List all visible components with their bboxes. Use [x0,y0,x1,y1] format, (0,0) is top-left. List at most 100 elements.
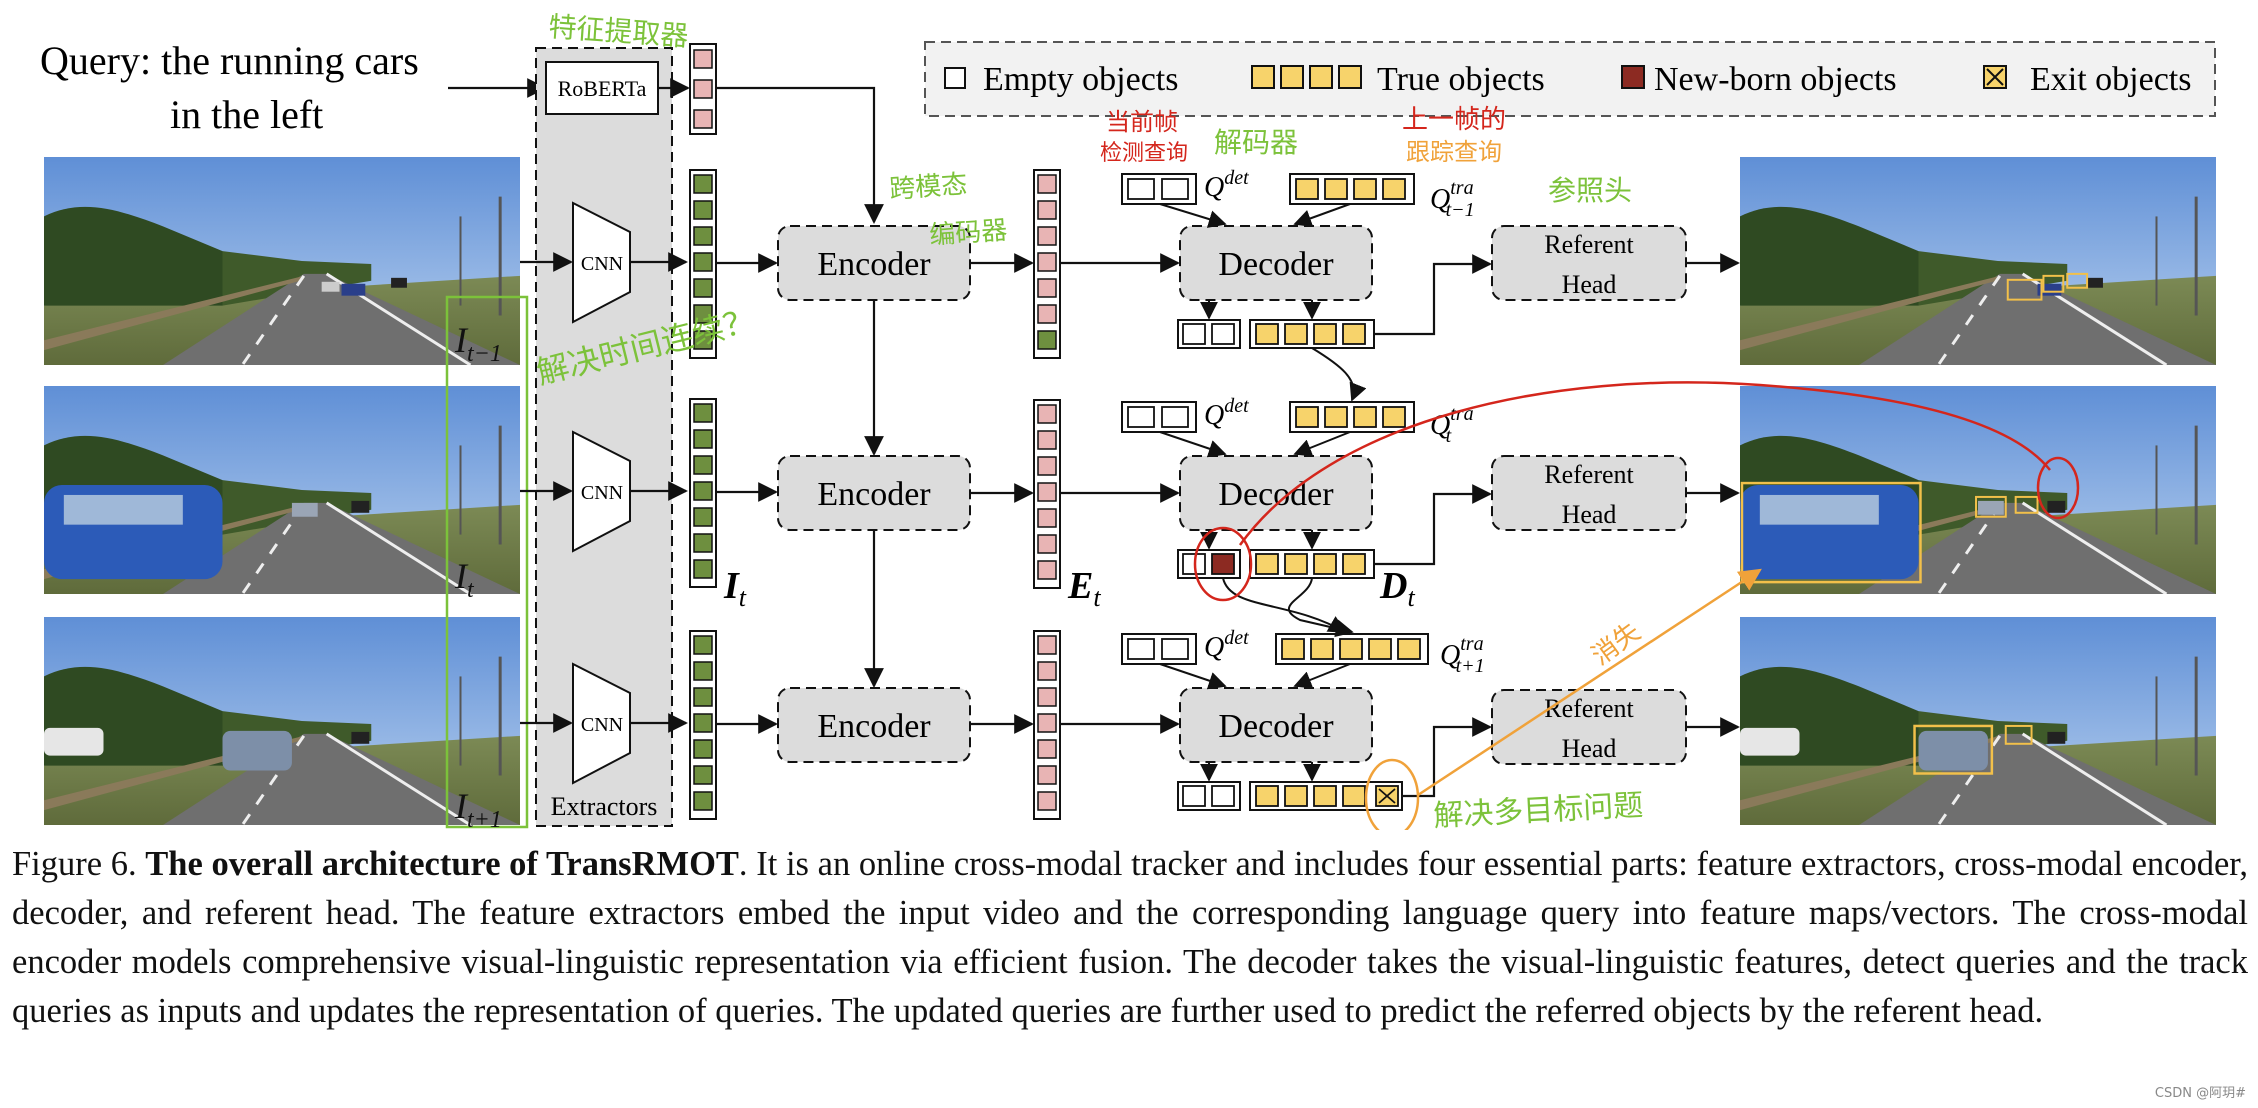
newborn-object-cell [1211,553,1235,575]
visual-feature-cell [693,481,713,501]
decoder-block-next: Decoder [1179,687,1373,763]
legend-empty-swatch [944,67,966,89]
annotation-multi-object: 解决多目标问题 [1433,788,1645,830]
encoded-feature-cell [1037,791,1057,811]
decoder-block-cur: Decoder [1179,455,1373,531]
frame-label-cur: It [454,556,475,603]
caption-prefix: Figure 6. [12,845,146,883]
track-queries-next [1275,633,1429,665]
encoder-block-next: Encoder [777,687,971,763]
text-to-encoder-arrow [716,86,884,224]
cnn-label-next: CNN [581,714,623,736]
visual-feature-vector-next [689,630,717,820]
legend-newborn-label: New-born objects [1654,61,1897,98]
referent-head-line2-cur: Head [1562,500,1617,529]
track-queries-prev [1289,173,1415,205]
encoded-feature-cell [1037,635,1057,655]
cnn-block-cur: CNN [572,430,631,553]
q-tra-to-decoder-prev [1293,203,1351,227]
output-to-referent-arrow-next [1402,717,1492,798]
referent-head-line2-prev: Head [1562,270,1617,299]
frame-label-prev: It−1 [454,320,502,367]
newborn-track-curve [1238,381,2051,546]
encoder-label-cur: Encoder [817,476,931,513]
decoder-label-prev: Decoder [1218,246,1334,283]
encoder-label-prev: Encoder [817,246,931,283]
decoder-label-cur: Decoder [1218,476,1334,513]
encoded-feature-cell [1037,174,1057,194]
referent-head-line1-prev: Referent [1544,230,1634,259]
referent-head-line2-next: Head [1562,734,1617,763]
visual-feature-vector-prev [689,169,717,359]
encoder-block-prev: Encoder [777,225,971,301]
caption-bold-title: The overall architecture of TransRMOT [145,845,739,883]
output-frame-cur [1740,386,2216,594]
encoded-feature-cell [1037,252,1057,272]
decoder-block-prev: Decoder [1179,225,1373,301]
cnn-block-prev: CNN [572,201,631,324]
visual-feature-cell [693,200,713,220]
I-t-label: It [723,565,747,612]
annotation-cross-modal-2: 编码器 [928,216,1008,251]
referent-head-line1-next: Referent [1544,694,1634,723]
input-frame-next [44,617,520,825]
detect-queries-cur [1121,401,1197,433]
cnn-block-next: CNN [572,662,631,785]
visual-feature-cell [693,455,713,475]
visual-feature-cell [693,635,713,655]
output-frame-next [1740,617,2216,825]
track-propagation-arrow-1 [1311,347,1367,402]
q-tra-to-decoder-cur [1293,431,1351,457]
encoded-feature-cell [1037,508,1057,528]
visual-feature-vector-cur [689,398,717,588]
caption-body: . It is an online cross-modal tracker an… [12,845,2248,1030]
referent-head-next: Referent Head [1491,689,1687,765]
legend-exit-swatch [1983,65,2007,89]
encoded-feature-cell [1037,713,1057,733]
frame-label-next: It+1 [454,786,502,830]
decoder-output-prev [1177,319,1375,349]
visual-feature-cell [693,739,713,759]
annotation-referent-head: 参照头 [1548,174,1632,207]
visual-feature-cell [693,507,713,527]
encoded-feature-cell [1037,456,1057,476]
encoded-feature-vector-cur [1033,399,1061,589]
visual-feature-cell [693,330,713,350]
extractors-label: Extractors [551,792,658,821]
cnn-label-prev: CNN [581,253,623,275]
encoder-block-cur: Encoder [777,455,971,531]
roberta-block [545,61,659,115]
encoded-feature-cell [1037,765,1057,785]
referent-head-line1-cur: Referent [1544,460,1634,489]
newborn-target-circle [2036,456,2080,520]
visual-feature-cell [693,429,713,449]
visual-feature-cell [693,304,713,324]
legend-true-label: True objects [1377,61,1545,98]
encoded-feature-cell [1037,278,1057,298]
encoded-feature-cell [1037,200,1057,220]
Q-det-label-cur: Qdet [1204,395,1249,431]
annotation-detect-query-2: 检测查询 [1100,141,1188,166]
annotation-cross-modal-1: 跨模态 [888,170,968,205]
visual-feature-cell [693,174,713,194]
visual-feature-cell [693,533,713,553]
Q-det-label-next: Qdet [1204,627,1249,663]
visual-feature-cell [693,791,713,811]
referent-head-cur: Referent Head [1491,455,1687,531]
encoded-feature-vector-prev [1033,169,1061,359]
q-det-to-decoder-next [1159,663,1227,690]
newborn-red-circle [1193,526,1253,602]
exit-object-cell [1375,785,1399,807]
input-frame-cur [44,386,520,594]
query-line-2: in the left [170,92,323,137]
encoded-feature-cell [1037,534,1057,554]
decoder-output-cur [1177,549,1375,579]
decoder-label-next: Decoder [1218,708,1334,745]
encoder-label-next: Encoder [817,708,931,745]
visual-feature-cell [693,403,713,423]
visual-feature-cell [693,687,713,707]
text-feature-vector [689,43,717,135]
encoded-feature-cell [1037,739,1057,759]
